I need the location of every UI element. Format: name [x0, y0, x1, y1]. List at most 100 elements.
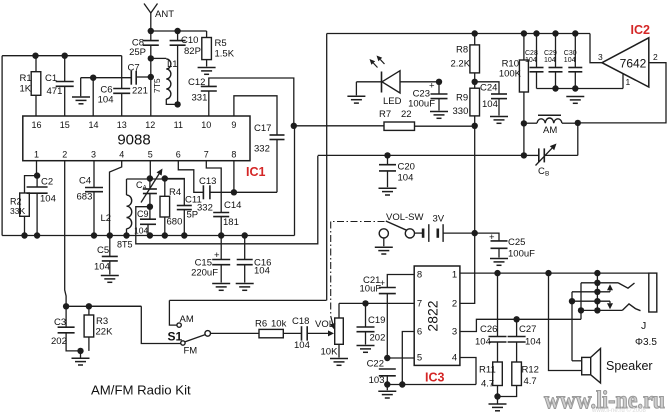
svg-text:C15: C15	[195, 258, 212, 269]
svg-text:R12: R12	[522, 365, 539, 376]
svg-text:104: 104	[94, 262, 110, 273]
svg-text:7T5: 7T5	[152, 78, 162, 93]
svg-text:680: 680	[167, 217, 183, 228]
svg-text:104: 104	[98, 95, 114, 106]
svg-text:2: 2	[653, 52, 658, 62]
svg-text:10k: 10k	[271, 319, 287, 330]
svg-text:100uF: 100uF	[508, 249, 535, 260]
svg-text:471: 471	[47, 86, 63, 97]
svg-text:C19: C19	[368, 315, 385, 326]
svg-text:C17: C17	[254, 123, 271, 134]
svg-text:15: 15	[60, 120, 70, 130]
svg-text:10K: 10K	[321, 347, 339, 358]
svg-text:10uF: 10uF	[360, 284, 382, 295]
svg-text:C9: C9	[137, 209, 149, 219]
svg-text:C27: C27	[519, 324, 536, 335]
svg-text:B: B	[545, 171, 549, 178]
svg-text:9: 9	[231, 120, 236, 130]
svg-text:13: 13	[117, 120, 127, 130]
svg-text:C5: C5	[97, 245, 109, 256]
svg-text:R1: R1	[20, 73, 32, 84]
svg-text:R9: R9	[456, 93, 468, 104]
svg-text:25P: 25P	[129, 47, 146, 58]
svg-text:LED: LED	[383, 96, 402, 107]
svg-text:202: 202	[51, 336, 67, 347]
svg-text:220uF: 220uF	[191, 268, 218, 279]
svg-text:VOL: VOL	[315, 319, 334, 330]
svg-text:C10: C10	[181, 35, 198, 46]
svg-text:5: 5	[148, 150, 153, 160]
svg-text:IC1: IC1	[246, 165, 266, 179]
svg-text:C: C	[136, 180, 143, 190]
svg-text:2822: 2822	[425, 300, 441, 331]
svg-text:R11: R11	[479, 365, 496, 376]
svg-text:3: 3	[91, 150, 96, 160]
svg-text:4.7: 4.7	[524, 376, 537, 387]
svg-text:C12: C12	[188, 77, 205, 88]
svg-text:683: 683	[77, 192, 93, 203]
svg-text:181: 181	[223, 217, 239, 228]
svg-text:6: 6	[176, 150, 181, 160]
svg-text:221: 221	[132, 86, 148, 97]
svg-text:FM: FM	[184, 346, 198, 357]
svg-text:4: 4	[119, 150, 124, 160]
svg-text:+: +	[429, 81, 435, 92]
svg-text:L1: L1	[167, 59, 178, 70]
svg-text:IC2: IC2	[631, 23, 651, 37]
svg-text:C20: C20	[398, 162, 415, 173]
svg-text:331: 331	[192, 93, 208, 104]
svg-text:C: C	[538, 166, 545, 177]
svg-text:C30: C30	[564, 50, 577, 57]
svg-text:5P: 5P	[187, 210, 199, 221]
svg-text:330: 330	[453, 106, 469, 117]
svg-text:2: 2	[452, 299, 457, 310]
svg-text:1: 1	[34, 150, 39, 160]
svg-text:R6: R6	[255, 319, 267, 330]
svg-text:R4: R4	[169, 187, 181, 198]
svg-text:104: 104	[482, 99, 498, 110]
svg-text:7: 7	[417, 299, 422, 310]
svg-text:L2: L2	[101, 213, 112, 224]
svg-text:104: 104	[564, 57, 576, 64]
svg-text:3: 3	[598, 52, 603, 62]
svg-text:5: 5	[417, 353, 422, 364]
svg-text:3: 3	[452, 327, 457, 338]
svg-text:C6: C6	[100, 85, 112, 96]
svg-text:2: 2	[62, 150, 67, 160]
svg-text:VOL-SW: VOL-SW	[386, 212, 424, 223]
svg-text:+: +	[214, 250, 220, 261]
svg-text:82P: 82P	[184, 46, 201, 57]
svg-text:A: A	[143, 185, 148, 192]
svg-text:16: 16	[31, 120, 41, 130]
svg-text:7642: 7642	[620, 57, 647, 71]
svg-text:R5: R5	[215, 38, 227, 49]
svg-text:C4: C4	[79, 176, 91, 187]
svg-text:14: 14	[88, 120, 98, 130]
svg-text:104: 104	[398, 173, 414, 184]
svg-text:100uF: 100uF	[408, 99, 435, 110]
svg-text:R7: R7	[379, 109, 391, 120]
svg-text:C24: C24	[480, 83, 497, 94]
svg-text:103: 103	[369, 375, 385, 386]
svg-text:AM: AM	[180, 314, 194, 325]
svg-text:104: 104	[294, 340, 310, 351]
svg-text:C13: C13	[199, 176, 216, 187]
svg-text:C14: C14	[224, 200, 241, 211]
svg-text:1.5K: 1.5K	[215, 49, 235, 60]
svg-text:www.li-ne.ru: www.li-ne.ru	[544, 387, 665, 414]
svg-text:332: 332	[197, 203, 213, 214]
svg-text:Φ3.5: Φ3.5	[635, 337, 657, 348]
svg-text:C28: C28	[525, 50, 538, 57]
svg-text:C1: C1	[45, 73, 57, 84]
svg-text:12: 12	[145, 120, 155, 130]
svg-text:9088: 9088	[117, 132, 150, 149]
svg-text:C23: C23	[413, 89, 430, 100]
svg-text:8: 8	[231, 150, 236, 160]
svg-text:R2: R2	[10, 197, 22, 207]
svg-text:33K: 33K	[10, 206, 25, 216]
svg-text:AM/FM Radio Kit: AM/FM Radio Kit	[91, 383, 191, 398]
svg-text:R8: R8	[456, 45, 468, 56]
svg-text:C26: C26	[480, 324, 497, 335]
svg-text:100K: 100K	[499, 69, 522, 80]
svg-text:C11: C11	[185, 195, 202, 206]
